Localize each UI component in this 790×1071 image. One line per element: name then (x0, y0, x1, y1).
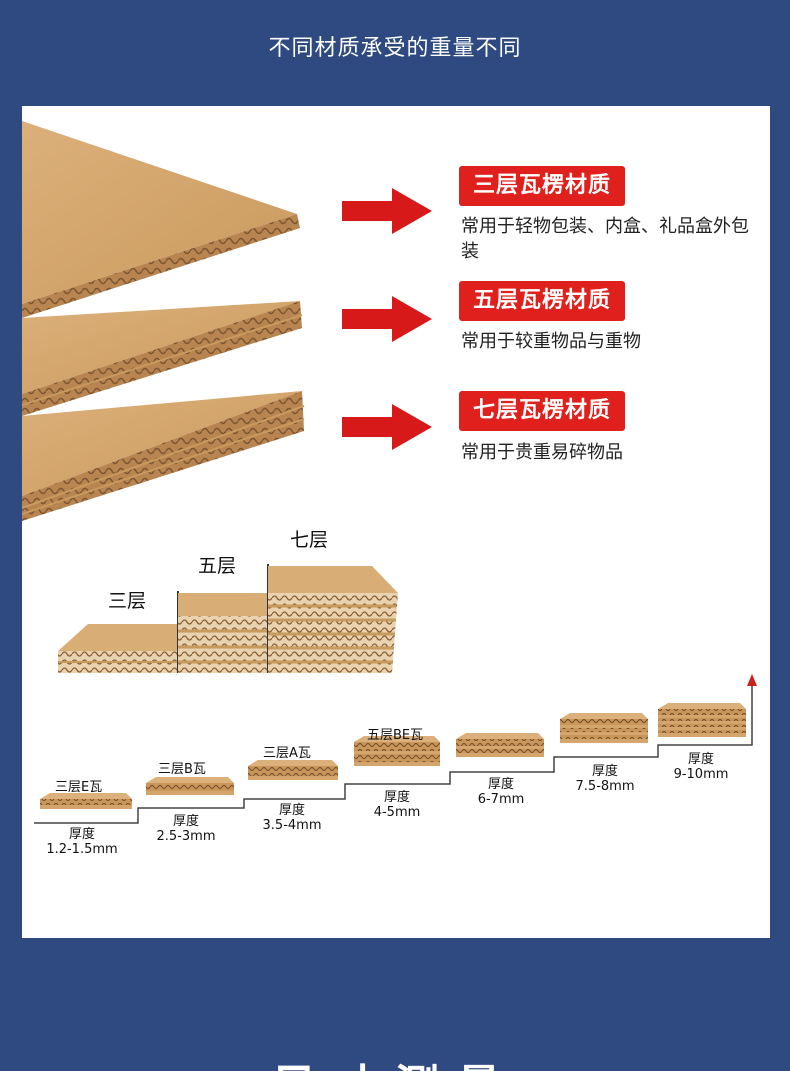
sample-4 (354, 736, 440, 766)
step-name-2: 三层B瓦 (158, 762, 206, 777)
thickness-step-chart (34, 674, 757, 824)
stair-label-7: 七层 (290, 529, 329, 551)
stair-label-5: 五层 (198, 555, 237, 577)
arrow-right-icon (342, 188, 432, 234)
step-name-3: 三层A瓦 (263, 746, 311, 761)
material-desc-5-layer: 常用于较重物品与重物 (461, 331, 641, 352)
material-badge-3-layer: 三层瓦楞材质 (459, 166, 626, 206)
material-badge-5-layer: 五层瓦楞材质 (459, 281, 626, 321)
layer-stack-illustration (58, 564, 398, 673)
sample-7 (658, 703, 746, 737)
arrow-up-icon (747, 674, 757, 686)
material-desc-7-layer: 常用于贵重易碎物品 (461, 442, 623, 463)
page-title: 不同材质承受的重量不同 (268, 36, 522, 61)
material-desc-3-layer: 常用于轻物包装、内盒、礼品盒外包装 (461, 216, 749, 262)
corrugated-boards-illustration (22, 121, 305, 521)
sample-5 (456, 733, 544, 757)
sample-3 (248, 760, 338, 780)
stair-label-3: 三层 (108, 590, 147, 612)
step-name-1: 三层E瓦 (55, 780, 103, 795)
content-panel: 三层瓦楞材质 常用于轻物包装、内盒、礼品盒外包装 五层瓦楞材质 常用于较重物品与… (22, 106, 770, 938)
step-name-4: 五层BE瓦 (367, 728, 424, 743)
arrow-right-icon (342, 296, 432, 342)
sample-2 (146, 777, 234, 795)
next-section-title: 尺寸测量 (0, 1050, 790, 1071)
arrow-right-icon (342, 404, 432, 450)
material-badge-7-layer: 七层瓦楞材质 (459, 391, 626, 431)
sample-1 (40, 793, 132, 809)
sample-6 (560, 713, 648, 743)
